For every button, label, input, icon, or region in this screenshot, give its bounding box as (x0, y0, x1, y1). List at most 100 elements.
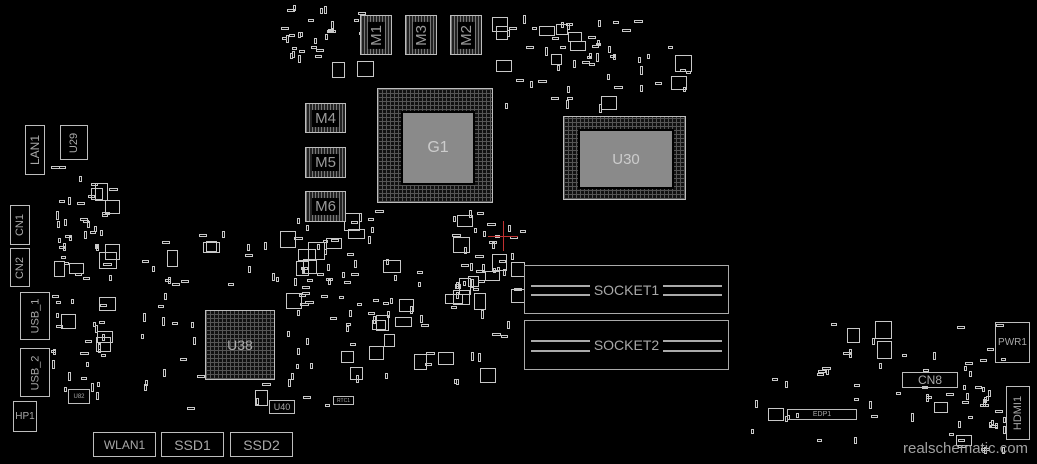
smd-part (503, 268, 507, 276)
component-u82[interactable]: U82 (68, 389, 90, 404)
smd-part (57, 220, 61, 229)
smd-part (957, 445, 966, 449)
smd-part (294, 236, 303, 240)
smd-part (91, 187, 103, 200)
component-u38[interactable]: U38 (205, 310, 275, 380)
smd-part (410, 306, 414, 315)
smd-part (157, 305, 165, 309)
smd-part (846, 327, 861, 343)
label: RTC1 (337, 397, 350, 404)
smd-part (303, 258, 318, 274)
label: CN1 (14, 213, 27, 237)
component-hp1[interactable]: HP1 (13, 401, 37, 432)
smd-part (383, 334, 396, 347)
smd-part (144, 379, 148, 387)
smd-part (964, 362, 973, 366)
smd-part (387, 311, 391, 318)
smd-part (901, 353, 908, 357)
smd-part (58, 200, 65, 204)
smd-part (417, 270, 423, 274)
component-ssd2[interactable]: SSD2 (230, 432, 293, 457)
component-cn1[interactable]: CN1 (10, 205, 30, 245)
smd-part (186, 407, 195, 411)
component-cn8[interactable]: CN8 (902, 372, 958, 388)
component-socket1[interactable]: SOCKET1 (524, 265, 729, 314)
smd-part (588, 35, 597, 39)
component-wlan1[interactable]: WLAN1 (93, 432, 156, 457)
smd-part (375, 314, 390, 332)
component-rtc1[interactable]: RTC1 (333, 396, 354, 405)
smd-part (456, 379, 460, 385)
smd-part (98, 344, 102, 353)
smd-part (55, 312, 59, 318)
smd-part (301, 292, 310, 296)
smd-part (171, 283, 181, 287)
smd-part (421, 324, 429, 328)
smd-part (957, 325, 965, 329)
smd-part (962, 401, 969, 405)
smd-part (923, 369, 930, 373)
component-u29[interactable]: U29 (60, 125, 88, 160)
label: U82 (73, 393, 85, 400)
smd-part (297, 309, 301, 316)
smd-part (557, 65, 561, 72)
smd-part (198, 233, 207, 237)
smd-part (453, 289, 470, 306)
smd-part (545, 46, 549, 56)
smd-part (359, 213, 363, 223)
smd-part (511, 253, 515, 261)
smd-part (471, 352, 475, 361)
smd-part (772, 378, 778, 382)
smd-part (298, 54, 302, 64)
component-cn2[interactable]: CN2 (10, 248, 30, 287)
component-lan1[interactable]: LAN1 (25, 125, 45, 175)
component-usb-1[interactable]: USB_1 (20, 292, 50, 340)
smd-part (505, 102, 509, 110)
component-m1[interactable]: M1 (360, 15, 392, 55)
smd-part (395, 316, 412, 327)
smd-part (92, 321, 96, 328)
smd-part (474, 293, 487, 310)
smd-part (327, 278, 331, 286)
component-g1[interactable]: G1 (377, 88, 493, 203)
smd-part (74, 272, 82, 276)
component-m2[interactable]: M2 (450, 15, 482, 55)
smd-part (853, 397, 860, 401)
component-u40[interactable]: U40 (269, 400, 295, 414)
smd-part (191, 322, 195, 328)
smd-part (420, 314, 424, 323)
smd-part (63, 262, 70, 266)
smd-part (102, 263, 112, 267)
label: USB_1 (29, 298, 42, 334)
smd-part (55, 301, 62, 305)
component-m5[interactable]: M5 (305, 147, 346, 178)
component-ssd1[interactable]: SSD1 (161, 432, 224, 457)
component-usb-2[interactable]: USB_2 (20, 348, 50, 397)
smd-part (317, 243, 321, 250)
smd-part (958, 420, 962, 429)
smd-part (349, 343, 357, 347)
smd-part (986, 348, 994, 352)
smd-part (57, 238, 61, 244)
component-socket2[interactable]: SOCKET2 (524, 320, 729, 370)
component-m4[interactable]: M4 (305, 103, 346, 133)
smd-part (272, 272, 276, 281)
smd-part (567, 96, 574, 100)
component-m3[interactable]: M3 (405, 15, 437, 55)
component-u30[interactable]: U30 (563, 116, 686, 200)
component-pwr1[interactable]: PWR1 (995, 322, 1030, 363)
label: USB_2 (29, 355, 42, 390)
smd-part (393, 275, 397, 282)
smd-part (452, 234, 461, 238)
smd-part (988, 389, 992, 397)
smd-part (995, 324, 1005, 328)
component-edp1[interactable]: EDP1 (787, 409, 857, 420)
smd-part (461, 264, 470, 268)
smd-part (453, 215, 457, 223)
component-hdmi1[interactable]: HDMI1 (1006, 386, 1030, 440)
smd-part (382, 259, 401, 273)
label: EDP1 (812, 411, 832, 418)
component-m6[interactable]: M6 (305, 191, 346, 222)
label: M4 (312, 109, 339, 127)
